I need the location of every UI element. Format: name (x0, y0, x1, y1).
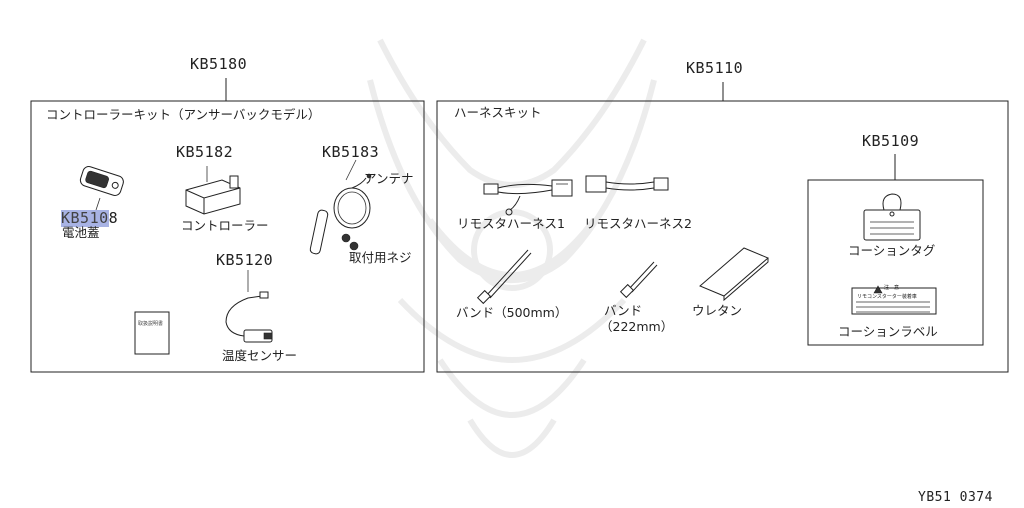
battery-cover-label: 電池蓋 (62, 225, 100, 240)
controller-unit-icon (185, 175, 241, 215)
part-number-kb5183[interactable]: KB5183 (322, 143, 380, 161)
controller-kit-title: コントローラーキット（アンサーバックモデル） (46, 107, 321, 122)
controller-kit-frame (30, 100, 425, 373)
antenna-icon (309, 173, 372, 255)
harness-kit-title: ハーネスキット (454, 105, 542, 120)
part-number-highlight: KB510 (61, 209, 109, 227)
remote-fob-icon (79, 166, 124, 196)
mounting-screw-label: 取付用ネジ (349, 250, 412, 265)
figure-id: YB51 0374 (918, 490, 993, 505)
mounting-screw-icon (341, 233, 359, 251)
part-number-highlight-rest: 8 (108, 209, 119, 227)
temperature-sensor-label: 温度センサー (222, 348, 298, 363)
band-222-label-line2: （222mm） (600, 319, 674, 334)
manual-cover-text: 取扱説明書 (138, 321, 164, 327)
urethane-label: ウレタン (692, 303, 743, 318)
watermark-emblem-icon (367, 38, 657, 458)
caution-kit-frame (807, 179, 984, 346)
temperature-sensor-icon (225, 291, 273, 343)
cable-tie-500-icon (476, 249, 532, 305)
caution-tag-icon (863, 193, 921, 241)
cable-tie-222-icon (619, 261, 658, 299)
instruction-manual-icon (134, 311, 170, 355)
kb5108-leader (95, 197, 101, 211)
caution-sticker-heading: 注 意 (884, 285, 900, 291)
harness-1-label: リモスタハーネス1 (457, 216, 565, 231)
part-number-kb5109[interactable]: KB5109 (862, 132, 920, 150)
controller-label: コントローラー (181, 218, 269, 233)
caution-label-icon (851, 285, 937, 315)
part-number-kb5108[interactable]: KB5108 (61, 210, 118, 227)
kb5183-leader (345, 159, 357, 181)
harness-2-icon (585, 175, 669, 193)
harness-1-icon (483, 179, 573, 216)
urethane-pad-icon (699, 247, 769, 302)
harness-2-label: リモスタハーネス2 (584, 216, 692, 231)
band-222-label-line1: バンド (604, 303, 643, 318)
caution-sticker-text: リモコンスターター装着車 (857, 294, 917, 300)
part-number-kb5120[interactable]: KB5120 (216, 251, 274, 269)
part-number-kb5182[interactable]: KB5182 (176, 143, 234, 161)
caution-tag-label: コーションタグ (848, 243, 936, 258)
antenna-label: アンテナ (364, 171, 414, 186)
part-number-kb5180[interactable]: KB5180 (190, 55, 248, 73)
band-500-label: バンド（500mm） (456, 305, 568, 320)
part-number-kb5110[interactable]: KB5110 (686, 59, 744, 77)
caution-label-label: コーションラベル (838, 324, 938, 339)
